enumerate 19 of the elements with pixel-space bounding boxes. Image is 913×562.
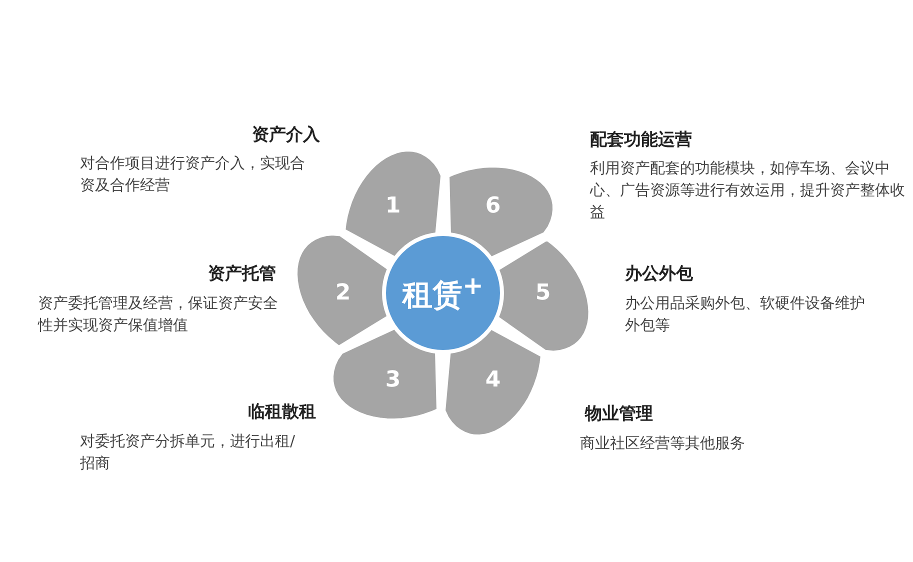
item-heading: 物业管理 <box>585 403 653 425</box>
item-heading: 配套功能运营 <box>590 129 692 151</box>
item-heading: 办公外包 <box>625 263 693 285</box>
item-heading: 资产介入 <box>252 124 320 146</box>
petal-number: 3 <box>385 367 401 392</box>
item-description: 利用资产配套的功能模块，如停车场、会议中心、广告资源等进行有效运用，提升资产整体收益 <box>590 158 906 223</box>
petal-number: 6 <box>485 194 501 219</box>
petal-number: 2 <box>335 280 351 306</box>
item-description: 办公用品采购外包、软硬件设备维护外包等 <box>625 293 865 336</box>
item-heading: 临租散租 <box>248 401 316 423</box>
item-description: 商业社区经营等其他服务 <box>580 433 746 454</box>
item-description: 对委托资产分拆单元，进行出租/招商 <box>80 431 296 474</box>
center-label: 租赁$^{+}$ <box>402 270 484 314</box>
item-heading: 资产托管 <box>208 263 276 285</box>
item-description: 对合作项目进行资产介入，实现合资及合作经营 <box>80 153 306 196</box>
petal-number: 5 <box>535 280 551 306</box>
item-description: 资产委托管理及经营，保证资产安全性并实现资产保值增值 <box>38 293 279 336</box>
petal-number: 4 <box>485 367 501 392</box>
petal-number: 1 <box>385 194 401 219</box>
